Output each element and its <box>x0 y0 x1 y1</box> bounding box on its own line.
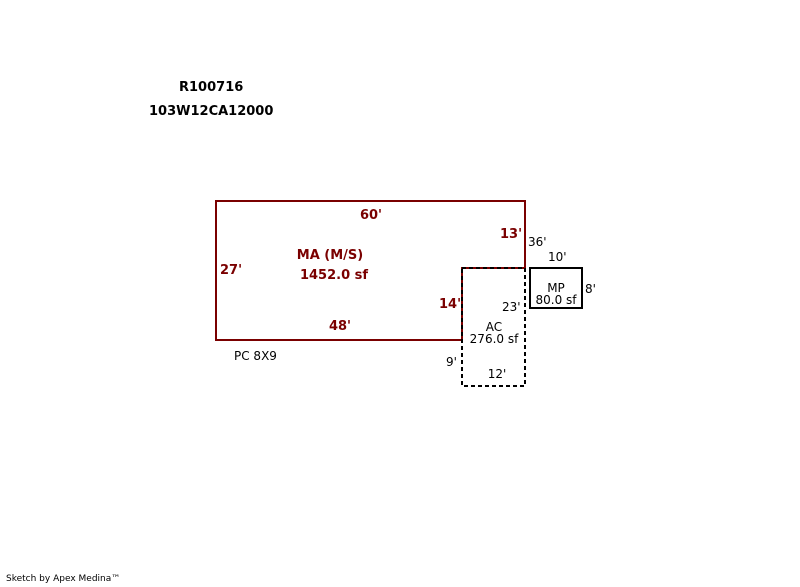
dim-36: 36' <box>528 235 547 249</box>
ac-dim-bottom: 12' <box>487 367 507 381</box>
mp-label: MP <box>547 281 565 295</box>
mp-area: 80.0 sf <box>535 293 577 307</box>
ac-dim-right: 23' <box>502 300 521 314</box>
ma-dim-top: 60' <box>359 208 383 223</box>
mp-dim-top: 10' <box>548 250 567 264</box>
mp-area-outline <box>529 267 583 309</box>
ac-dim-left: 9' <box>446 355 457 369</box>
parcel-id: R100716 <box>179 80 244 95</box>
ac-label: AC <box>485 320 503 334</box>
ma-dim-step: 14' <box>439 297 462 312</box>
map-number: 103W12CA12000 <box>149 104 274 119</box>
ma-area: 1452.0 sf <box>299 268 369 283</box>
ma-dim-right-upper: 13' <box>500 227 523 242</box>
mp-dim-right: 8' <box>585 282 596 296</box>
pc-label: PC 8X9 <box>234 349 277 363</box>
ma-dim-left: 27' <box>220 263 243 278</box>
ma-dim-bottom: 48' <box>328 319 352 334</box>
ac-area-outline <box>461 267 526 387</box>
ma-label: MA (M/S) <box>296 248 364 263</box>
footer-credit: Sketch by Apex Medina™ <box>6 574 121 584</box>
ac-area: 276.0 sf <box>469 332 519 346</box>
